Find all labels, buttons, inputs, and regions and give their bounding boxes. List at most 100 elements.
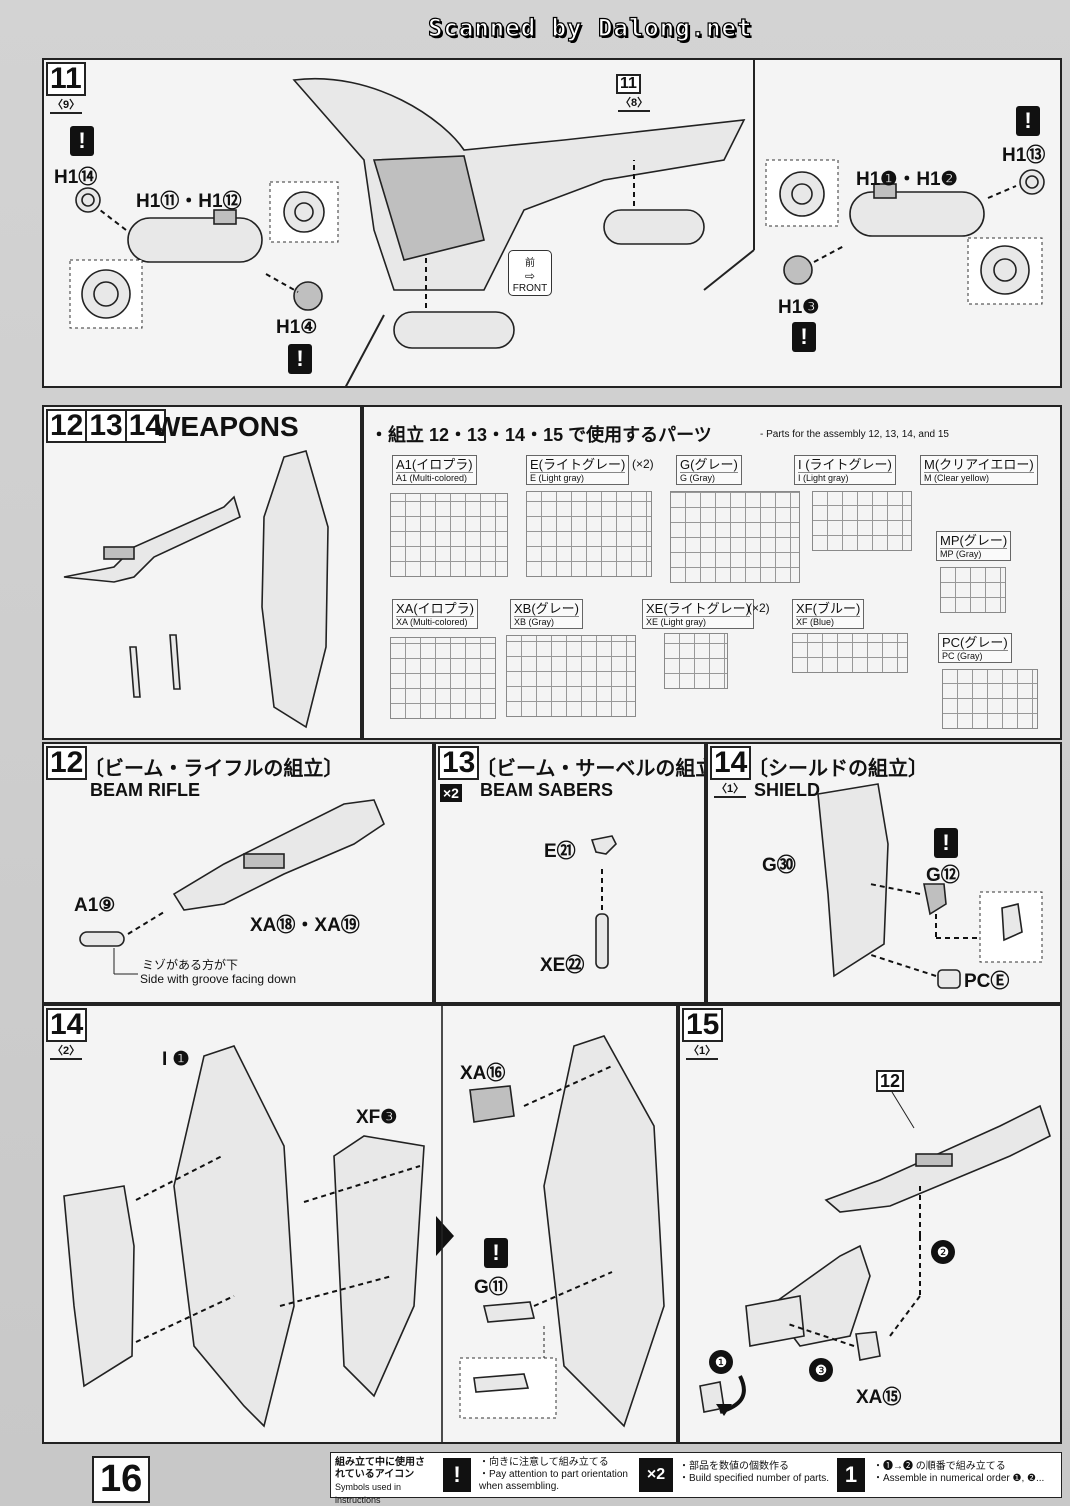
parts-heading-en: - Parts for the assembly 12, 13, 14, and… xyxy=(760,429,949,440)
shield-frame-drawing xyxy=(817,783,1043,989)
step-number: 11 xyxy=(46,62,86,96)
attention-icon: ! xyxy=(792,322,816,352)
reference-step-number: 12 xyxy=(876,1070,905,1092)
step-title-en: BEAM RIFLE xyxy=(90,780,200,800)
runner-a1: A1(イロプラ)A1 (Multi-colored) xyxy=(392,455,477,485)
runner-xa: XA(イロプラ)XA (Multi-colored) xyxy=(392,599,479,629)
step-sub-number: 〈2〉 xyxy=(50,1042,83,1060)
order-legend-jp: ・❶→❷ の順番で組み立てる xyxy=(873,1461,1006,1472)
reference-step-sub: 〈8〉 xyxy=(618,94,651,112)
runner-e-multiplier: (×2) xyxy=(632,457,654,471)
parts-heading: ・組立 12・13・14・15 で使用するパーツ xyxy=(370,425,712,445)
step-title-en: SHIELD xyxy=(754,780,821,800)
step-14-2-panel: 14 〈2〉 I ❶ XF❸ XA⑯ ! G⑪ xyxy=(42,1004,678,1444)
beam-rifle-drawing xyxy=(79,799,385,975)
runner-pc-image xyxy=(942,669,1038,729)
runner-xb: XB(グレー)XB (Gray) xyxy=(510,599,584,629)
part-label-i1: I ❶ xyxy=(162,1049,190,1070)
runner-m: M(クリアイエロー)M (Clear yellow) xyxy=(920,455,1038,485)
step-number: 14 xyxy=(710,746,752,780)
attention-icon: ! xyxy=(934,828,958,858)
part-label-xe22: XE㉒ xyxy=(540,955,585,976)
weapons-drawing xyxy=(63,450,329,729)
attention-legend-icon: ! xyxy=(443,1458,471,1492)
thruster-part-drawing xyxy=(69,60,1045,386)
part-label-xf3: XF❸ xyxy=(356,1107,398,1128)
multiple-legend: ・部品を数値の個数作る ・Build specified number of p… xyxy=(679,1461,829,1485)
legend-title: 組み立て中に使用されているアイコン Symbols used in instru… xyxy=(335,1457,431,1506)
runner-g-image xyxy=(670,491,800,583)
step-sub-number: 〈1〉 xyxy=(714,780,747,798)
weapons-step-numbers: 12 13 14 xyxy=(46,409,167,443)
part-label-e21: E㉑ xyxy=(544,841,576,862)
step-number: 14 xyxy=(124,409,167,443)
order-step-1: ❶ xyxy=(709,1350,733,1374)
parts-list-panel: ・組立 12・13・14・15 で使用するパーツ - Parts for the… xyxy=(362,405,1062,740)
groove-note-jp: ミゾがある方が下 xyxy=(142,958,239,972)
part-label-xa16: XA⑯ xyxy=(460,1063,506,1084)
step-number: 13 xyxy=(438,746,480,780)
part-label-xa15: XA⑮ xyxy=(856,1387,902,1408)
part-label-g12: G⑫ xyxy=(926,865,960,886)
runner-xe: XE(ライトグレー)XE (Light gray) xyxy=(642,599,755,629)
multiplier-badge: ×2 xyxy=(440,784,462,802)
step-sub-number: 〈9〉 xyxy=(50,96,83,114)
attention-icon: ! xyxy=(288,344,312,374)
multiple-legend-jp: ・部品を数値の個数作る xyxy=(679,1461,789,1472)
order-legend-en: ・Assemble in numerical order ❶, ❷... xyxy=(873,1473,1045,1484)
step-title-en: BEAM SABERS xyxy=(480,780,614,800)
weapons-overview-panel: 12 13 14 WEAPONS xyxy=(42,405,362,740)
attention-icon: ! xyxy=(1016,106,1040,136)
groove-note-en: Side with groove facing down xyxy=(140,972,297,986)
part-label-h1-11-12: H1⑪・H1⑫ xyxy=(136,191,242,212)
part-label-g11: G⑪ xyxy=(474,1277,508,1298)
step-14-1-panel: 14 〈1〉 〔シールドの組立〕 SHIELD G㉚ ! G⑫ PCⒺ xyxy=(706,742,1062,1004)
part-label-a1-9: A1⑨ xyxy=(74,895,116,916)
runner-xa-image xyxy=(390,637,496,719)
reference-step-number: 11 xyxy=(616,74,641,94)
legend-title-en: Symbols used in instructions xyxy=(335,1482,402,1505)
order-legend-icon: 1 xyxy=(837,1458,865,1492)
order-step-2: ❷ xyxy=(931,1240,955,1264)
step-number: 14 xyxy=(46,1008,88,1042)
attention-legend: ・向きに注意して組み立てる ・Pay attention to part ori… xyxy=(479,1457,629,1493)
attention-icon: ! xyxy=(70,126,94,156)
step-title-jp: 〔ビーム・ライフルの組立〕 xyxy=(84,758,344,780)
beam-saber-drawing xyxy=(590,835,617,969)
front-indicator: 前 ⇨ FRONT xyxy=(508,250,552,296)
attention-legend-en: ・Pay attention to part orientation when … xyxy=(479,1469,628,1492)
part-label-h1-4: H1④ xyxy=(276,317,318,338)
runner-e: E(ライトグレー)E (Light gray) xyxy=(526,455,630,485)
multiple-legend-icon: ×2 xyxy=(639,1458,673,1492)
step-number: 15 xyxy=(682,1008,724,1042)
runner-xf: XF(ブルー)XF (Blue) xyxy=(792,599,865,629)
step-13-panel: 13 ×2 〔ビーム・サーベルの組立〕 BEAM SABERS E㉑ XE㉒ xyxy=(434,742,706,1004)
symbols-legend: 組み立て中に使用されているアイコン Symbols used in instru… xyxy=(330,1452,1062,1505)
part-label-xa-18-19: XA⑱・XA⑲ xyxy=(250,915,360,936)
step-number: 12 xyxy=(46,746,88,780)
step-number: 13 xyxy=(85,409,127,443)
front-label-jp: 前 xyxy=(525,258,535,269)
part-label-pc-e: PCⒺ xyxy=(964,971,1010,992)
attention-legend-jp: ・向きに注意して組み立てる xyxy=(479,1457,609,1468)
step-title-jp: 〔ビーム・サーベルの組立〕 xyxy=(476,758,704,780)
multiple-legend-en: ・Build specified number of parts. xyxy=(679,1473,830,1484)
runner-g: G(グレー)G (Gray) xyxy=(676,455,742,485)
runner-mp: MP(グレー)MP (Gray) xyxy=(936,531,1012,561)
runner-i: I (ライトグレー)I (Light gray) xyxy=(794,455,896,485)
runner-xb-image xyxy=(506,635,636,717)
step-sub-number: 〈1〉 xyxy=(686,1042,719,1060)
page-number: 16 xyxy=(92,1456,151,1503)
part-label-h1-14: H1⑭ xyxy=(54,167,98,188)
legend-title-jp: 組み立て中に使用されているアイコン xyxy=(335,1457,425,1480)
runner-i-image xyxy=(812,491,912,551)
runner-e-image xyxy=(526,491,652,577)
runner-mp-image xyxy=(940,567,1006,613)
runner-xe-image xyxy=(664,633,728,689)
rifle-mount-drawing xyxy=(699,1091,1051,1416)
front-arrow-icon: ⇨ xyxy=(524,269,536,283)
runner-pc: PC(グレー)PC (Gray) xyxy=(938,633,1012,663)
runner-a1-image xyxy=(390,493,508,577)
attention-icon: ! xyxy=(484,1238,508,1268)
